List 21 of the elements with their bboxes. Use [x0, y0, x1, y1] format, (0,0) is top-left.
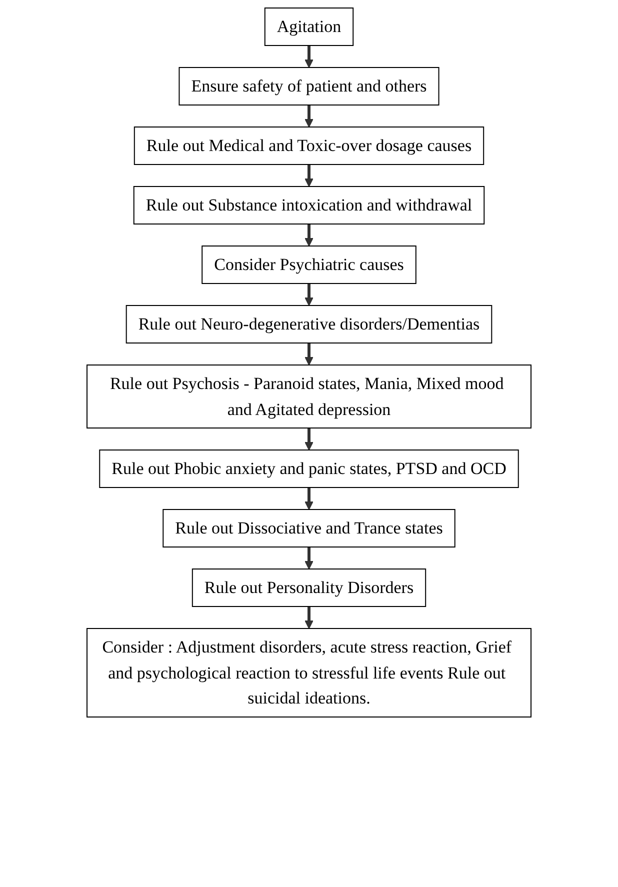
arrow — [304, 105, 314, 128]
node-box: Rule out Psychosis - Paranoid states, Mania, Mixed mood and Agitated depression — [86, 364, 532, 428]
node-box: Ensure safety of patient and others — [178, 67, 440, 106]
node-box: Rule out Medical and Toxic-over dosage causes — [134, 126, 484, 165]
arrow — [304, 224, 314, 246]
arrow — [304, 606, 314, 629]
arrow — [304, 164, 314, 187]
node-box: Rule out Substance intoxication and withdrawal — [133, 186, 485, 224]
node-box: Agitation — [264, 8, 354, 46]
arrow — [304, 46, 314, 68]
node-box: Rule out Phobic anxiety and panic states, PTSD and OCD — [99, 450, 519, 488]
arrow — [304, 343, 314, 366]
arrow — [304, 428, 314, 450]
node-box: Rule out Neuro-degenerative disorders/Dementias — [126, 305, 492, 344]
arrow — [304, 547, 314, 570]
arrow — [304, 488, 314, 510]
node-box: Consider Psychiatric causes — [202, 246, 416, 284]
arrow — [304, 284, 314, 306]
node-box: Rule out Dissociative and Trance states — [162, 509, 456, 548]
node-box: Consider : Adjustment disorders, acute stress reaction, Grief and psychological reaction to stressful life events Rule out suicidal ideations. — [86, 628, 532, 718]
node-box: Rule out Personality Disorders — [192, 568, 426, 607]
